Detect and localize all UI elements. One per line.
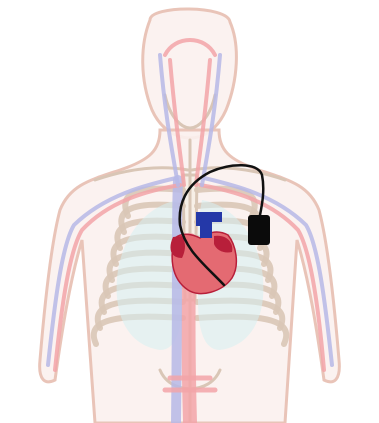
vena-cava xyxy=(176,180,178,423)
head-outline xyxy=(143,9,237,138)
pacemaker-body xyxy=(248,215,270,245)
pacemaker-icon xyxy=(248,215,270,245)
